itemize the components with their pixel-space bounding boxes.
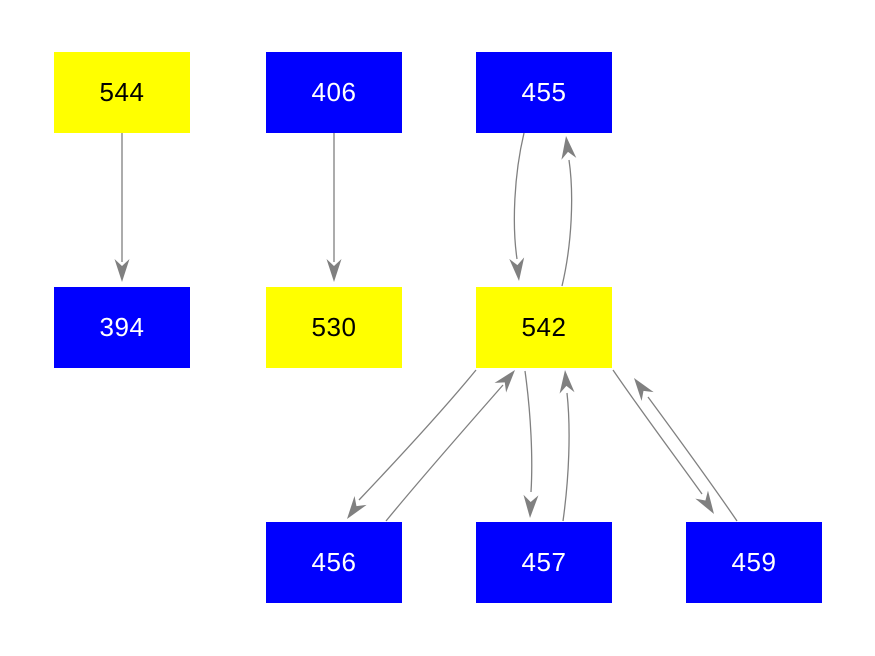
node-label: 542 (521, 311, 567, 342)
node-label: 394 (99, 311, 145, 342)
graph-node-544[interactable]: 544 (54, 52, 190, 133)
edge-arrowhead (494, 370, 515, 393)
edge-arrowhead (347, 496, 367, 519)
graph-edge-455-to-542 (509, 132, 525, 281)
graph-edge-542-to-457 (523, 370, 539, 518)
graph-node-459[interactable]: 459 (686, 522, 822, 603)
graph-node-406[interactable]: 406 (266, 52, 402, 133)
node-label: 530 (311, 311, 357, 342)
graph-edge-406-to-530 (326, 133, 342, 282)
graph-edge-459-to-542 (634, 378, 738, 522)
node-label: 459 (731, 546, 777, 577)
node-label: 406 (311, 76, 357, 107)
graph-edge-542-to-459 (612, 369, 714, 514)
graph-node-394[interactable]: 394 (54, 287, 190, 368)
graph-edge-544-to-394 (114, 133, 130, 282)
node-label: 455 (521, 76, 567, 107)
graph-edge-457-to-542 (559, 370, 575, 522)
graph-edge-542-to-456 (347, 369, 477, 519)
edge-arrowhead (523, 494, 539, 518)
edge-arrowhead (326, 259, 342, 282)
edge-arrowhead (634, 378, 654, 401)
graph-edge-542-to-455 (561, 136, 577, 287)
node-label: 456 (311, 546, 357, 577)
edge-arrowhead (509, 257, 525, 281)
graph-node-530[interactable]: 530 (266, 287, 402, 368)
edge-arrowhead (695, 490, 714, 514)
node-label: 457 (521, 546, 567, 577)
node-label: 544 (99, 76, 145, 107)
graph-node-457[interactable]: 457 (476, 522, 612, 603)
graph-node-456[interactable]: 456 (266, 522, 402, 603)
graph-node-542[interactable]: 542 (476, 287, 612, 368)
edge-arrowhead (114, 259, 130, 282)
graph-edge-456-to-542 (385, 370, 515, 522)
edge-arrowhead (561, 136, 577, 160)
graph-node-455[interactable]: 455 (476, 52, 612, 133)
edge-arrowhead (559, 370, 575, 394)
